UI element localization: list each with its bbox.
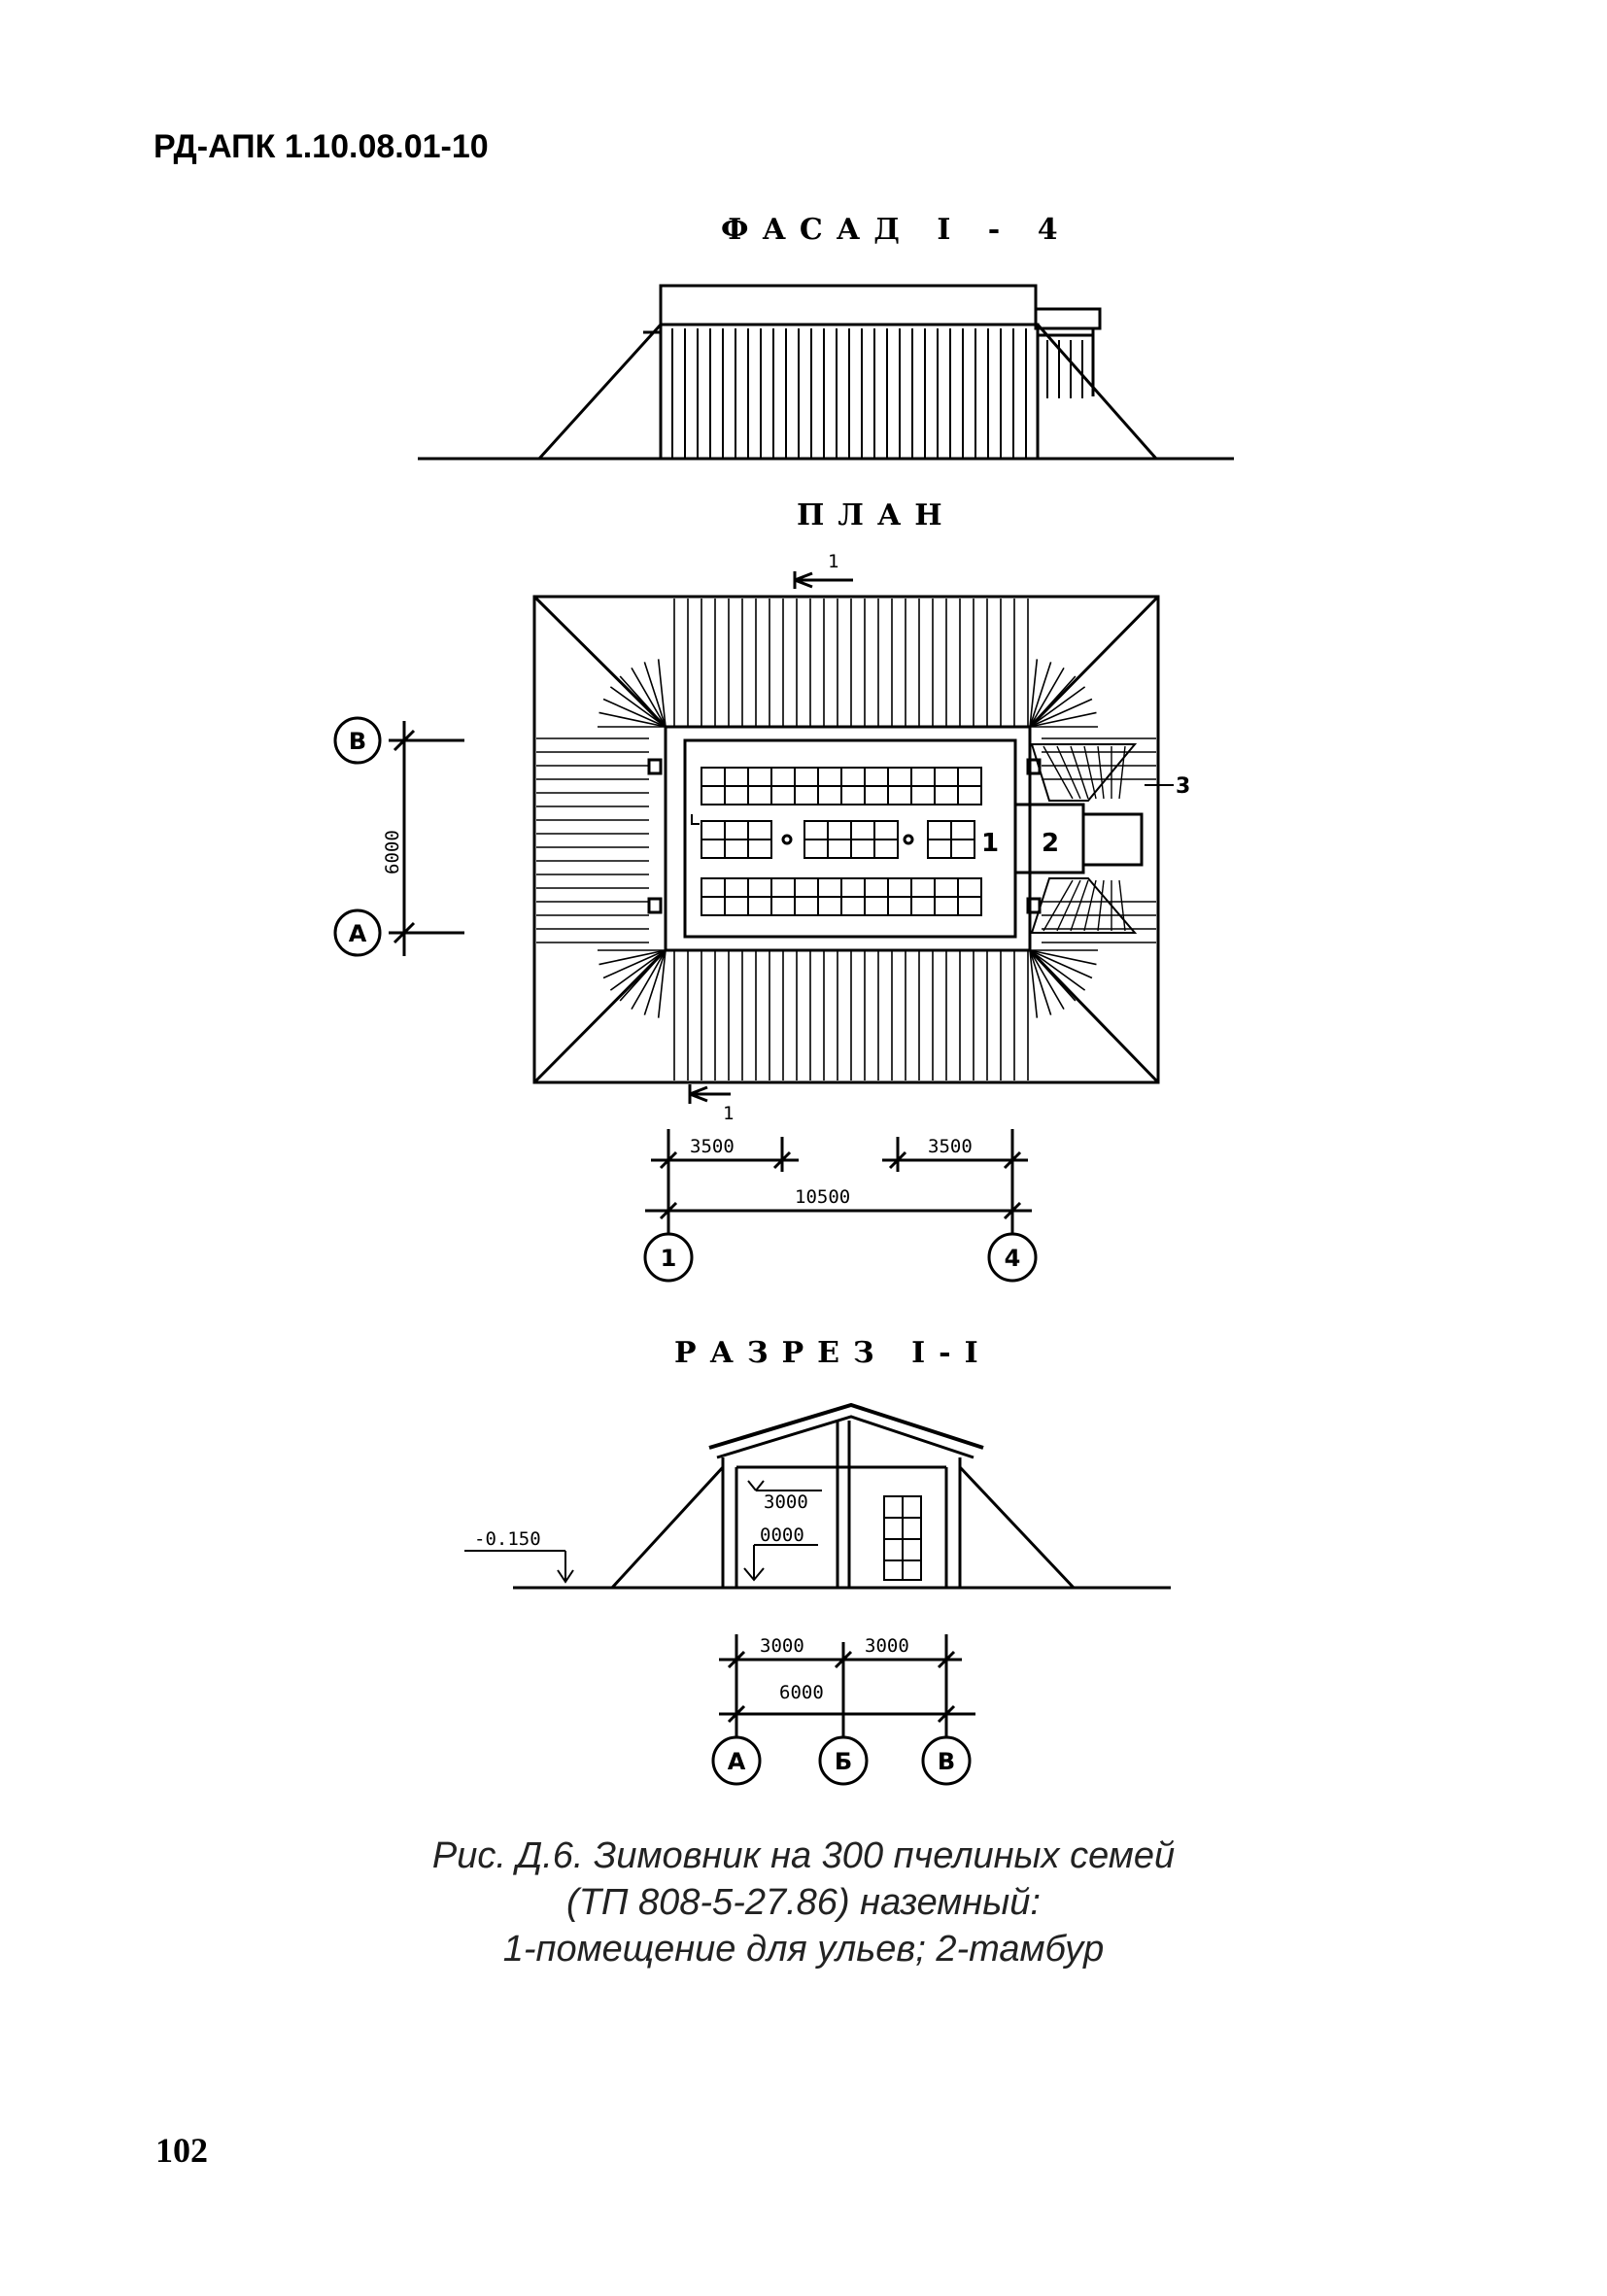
section-view: РАЗРЕЗ I-I 3000 bbox=[464, 1336, 1171, 1786]
caption-line-2: (ТП 808-5-27.86) наземный: bbox=[566, 1882, 1041, 1923]
plan-hive-rows bbox=[701, 767, 982, 916]
section-axis-b bbox=[818, 1735, 869, 1786]
svg-text:1: 1 bbox=[828, 551, 838, 572]
caption-line-3: 1-помещение для ульев; 2-тамбур bbox=[502, 1929, 1105, 1970]
section-level-floor: 0000 bbox=[743, 1525, 818, 1582]
section-hive-stack bbox=[883, 1495, 922, 1581]
svg-text:0000: 0000 bbox=[760, 1525, 804, 1546]
section-title: РАЗРЕЗ I-I bbox=[674, 1336, 992, 1370]
facade-board-lines bbox=[671, 328, 1083, 459]
plan-column-2 bbox=[903, 834, 914, 845]
plan-section-mark-top: 1 bbox=[793, 551, 853, 589]
plan-axis-left-top bbox=[333, 716, 382, 765]
plan-corner-rays bbox=[598, 659, 1098, 1018]
plan-axis-left-bottom bbox=[333, 908, 382, 957]
plan-vestibule bbox=[1015, 803, 1085, 874]
svg-text:А: А bbox=[728, 1748, 746, 1775]
facade-elevation: ФАСАД I - 4 bbox=[418, 213, 1234, 461]
plan-stair-lower bbox=[1030, 877, 1138, 934]
svg-text:1: 1 bbox=[723, 1103, 734, 1124]
plan-dim-total: 10500 bbox=[795, 1186, 850, 1208]
plan-building-wall bbox=[664, 725, 1032, 952]
page-number: 102 bbox=[155, 2131, 208, 2170]
svg-text:1: 1 bbox=[661, 1245, 677, 1272]
plan-axis-bottom-left bbox=[643, 1232, 694, 1283]
plan-hive-room bbox=[683, 738, 1017, 939]
svg-text:В: В bbox=[938, 1748, 955, 1775]
plan-label-vestibule: 2 bbox=[1042, 829, 1059, 858]
plan-section-mark-bottom: 1 bbox=[688, 1084, 734, 1124]
svg-text:А: А bbox=[349, 920, 367, 947]
facade-title: ФАСАД I - 4 bbox=[721, 213, 1072, 247]
svg-text:В: В bbox=[349, 728, 366, 755]
plan-dim-width: 6000 bbox=[382, 830, 403, 874]
figure-caption: Рис. Д.6. Зимовник на 300 пчелиных семей… bbox=[0, 1833, 1607, 1972]
plan-vent-1 bbox=[647, 758, 663, 775]
section-axis-c bbox=[921, 1735, 972, 1786]
plan-label-callout: 3 bbox=[1176, 774, 1190, 799]
plan-axis-bottom-right bbox=[987, 1232, 1038, 1283]
section-level-ground: -0.150 bbox=[464, 1528, 574, 1584]
plan-dim-span-right: 3500 bbox=[928, 1136, 973, 1157]
plan-embankment-hatch bbox=[536, 599, 1156, 1080]
plan-stair-hatch bbox=[1043, 745, 1126, 932]
section-dim-left: 3000 bbox=[760, 1635, 804, 1657]
svg-text:-0.150: -0.150 bbox=[474, 1528, 541, 1550]
document-code: РД-АПК 1.10.08.01-10 bbox=[154, 128, 489, 165]
svg-text:Б: Б bbox=[835, 1748, 852, 1775]
plan-column-1 bbox=[781, 834, 793, 845]
section-roof bbox=[708, 1402, 984, 1450]
section-level-top: 3000 bbox=[747, 1480, 822, 1513]
facade-roof bbox=[659, 284, 1038, 326]
svg-text:3000: 3000 bbox=[764, 1491, 808, 1513]
plan-entry bbox=[1083, 812, 1144, 867]
svg-text:4: 4 bbox=[1005, 1245, 1021, 1272]
section-dim-right: 3000 bbox=[865, 1635, 909, 1657]
caption-line-1: Рис. Д.6. Зимовник на 300 пчелиных семей bbox=[431, 1835, 1176, 1876]
section-axis-a bbox=[711, 1735, 762, 1786]
plan-inner-door bbox=[691, 814, 700, 825]
plan-view: ПЛАН 1 2 bbox=[333, 498, 1190, 1283]
plan-outer-outline bbox=[532, 595, 1160, 1084]
plan-title: ПЛАН bbox=[797, 498, 956, 532]
plan-dim-span-left: 3500 bbox=[690, 1136, 735, 1157]
plan-label-hive-room: 1 bbox=[981, 829, 999, 858]
plan-vent-2 bbox=[647, 897, 663, 914]
facade-annex-roof bbox=[1034, 307, 1102, 330]
plan-stair-upper bbox=[1030, 743, 1138, 802]
section-dim-total: 6000 bbox=[779, 1682, 824, 1703]
